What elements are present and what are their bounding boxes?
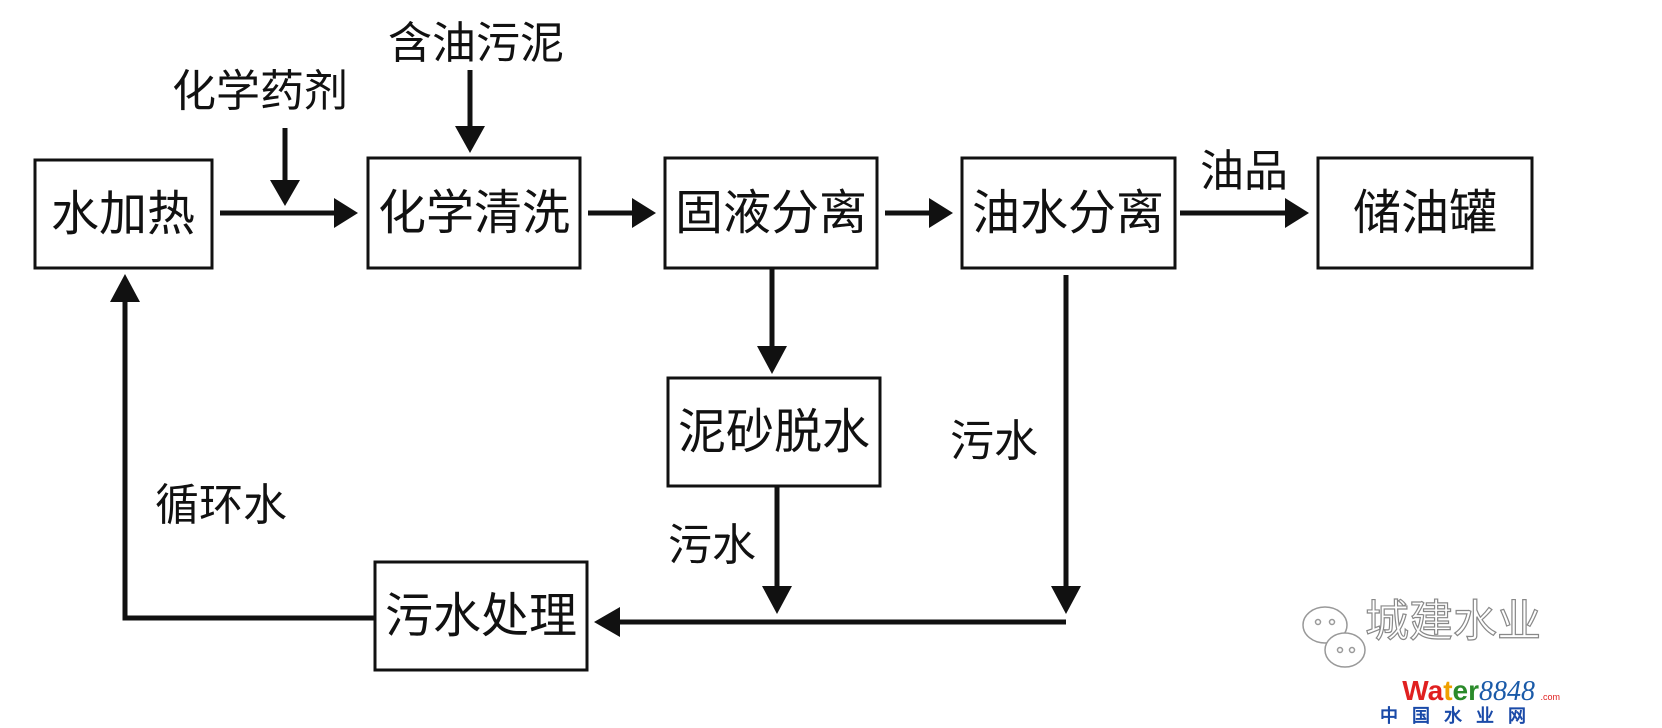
- watermark: 城建水业 Water8848 .com 中国水业网: [1302, 595, 1560, 727]
- node-label: 固液分离: [675, 185, 867, 241]
- edges: [110, 70, 1309, 637]
- node-label: 泥砂脱水: [678, 404, 870, 460]
- node-label: 油水分离: [972, 185, 1164, 241]
- label-recycled-water: 循环水: [155, 480, 287, 531]
- node-label: 化学清洗: [378, 185, 570, 241]
- watermark-site-name: 中国水业网: [1380, 705, 1540, 727]
- node-chemical-cleaning: 化学清洗: [366, 156, 582, 270]
- node-sludge-dewatering: 泥砂脱水: [666, 376, 882, 488]
- wechat-icon: [1302, 606, 1366, 668]
- node-oil-storage-tank: 储油罐: [1316, 156, 1534, 270]
- node-label: 储油罐: [1353, 185, 1497, 241]
- node-solid-liquid-separation: 固液分离: [663, 156, 879, 270]
- node-label: 污水处理: [385, 588, 577, 644]
- watermark-site-logo: Water8848: [1402, 675, 1535, 707]
- node-wastewater-treatment: 污水处理: [373, 560, 589, 672]
- watermark-account: 城建水业: [1365, 596, 1541, 647]
- label-oily-sludge: 含油污泥: [388, 18, 564, 69]
- arrow-recycle: [122, 300, 375, 621]
- label-wastewater: 污水: [668, 520, 756, 571]
- svg-text:.com: .com: [1540, 692, 1560, 702]
- node-water-heating: 水加热: [33, 158, 214, 270]
- label-wastewater: 污水: [950, 416, 1038, 467]
- node-oil-water-separation: 油水分离: [960, 156, 1177, 270]
- label-oil-product: 油品: [1200, 146, 1288, 197]
- node-label: 水加热: [51, 186, 195, 242]
- label-chemical-agents: 化学药剂: [172, 66, 348, 117]
